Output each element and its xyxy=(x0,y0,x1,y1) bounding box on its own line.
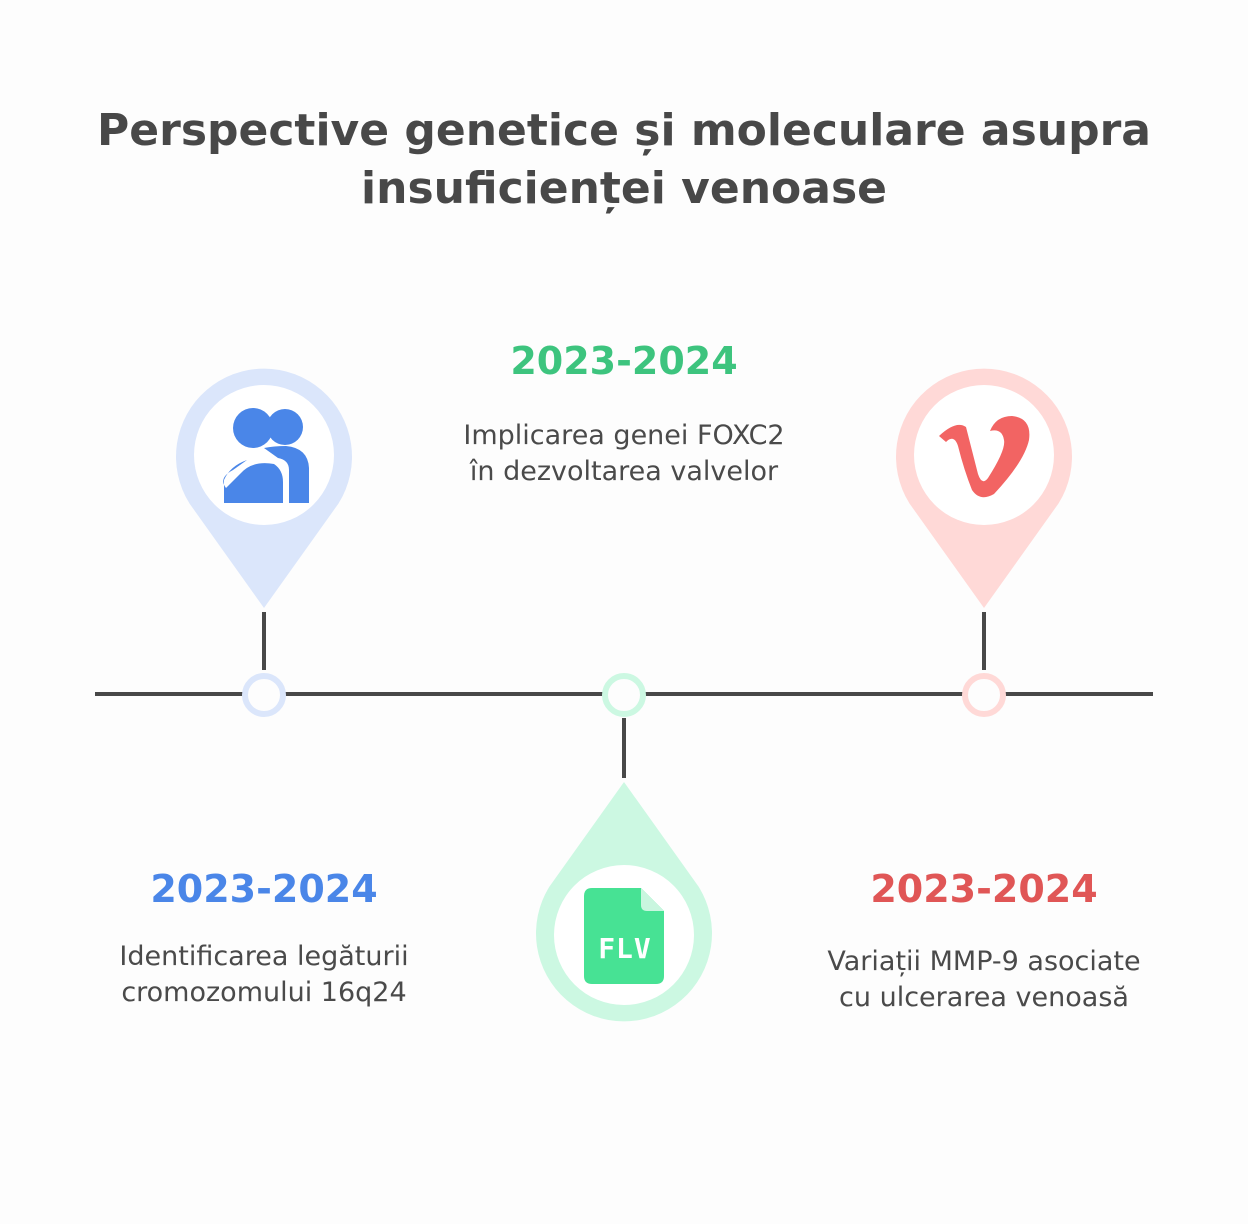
event-2-date: 2023-2024 xyxy=(510,339,738,383)
event-2-marker: FLV xyxy=(535,673,712,1022)
event-2-node xyxy=(602,673,646,717)
event-3-node xyxy=(962,673,1006,717)
flv-file-icon: FLV xyxy=(584,888,664,984)
event-3-marker xyxy=(895,368,1072,717)
event-3-date: 2023-2024 xyxy=(870,867,1098,911)
page-title: Perspective genetice și moleculare asupr… xyxy=(0,102,1248,218)
event-1-description: Identificarea legăturii cromozomului 16q… xyxy=(119,941,409,1008)
vimeo-icon xyxy=(939,416,1030,498)
flv-file-icon-label: FLV xyxy=(598,932,652,965)
event-2-description: Implicarea genei FOXC2 în dezvoltarea va… xyxy=(463,420,785,487)
event-1-date: 2023-2024 xyxy=(150,867,378,911)
users-icon xyxy=(223,408,309,503)
event-1-marker xyxy=(176,368,352,717)
title-line-1: Perspective genetice și moleculare asupr… xyxy=(97,105,1151,156)
title-line-2: insuficienței venoase xyxy=(361,163,887,214)
event-1-node xyxy=(242,673,286,717)
event-3-description: Variații MMP-9 asociate cu ulcerarea ven… xyxy=(827,946,1141,1013)
